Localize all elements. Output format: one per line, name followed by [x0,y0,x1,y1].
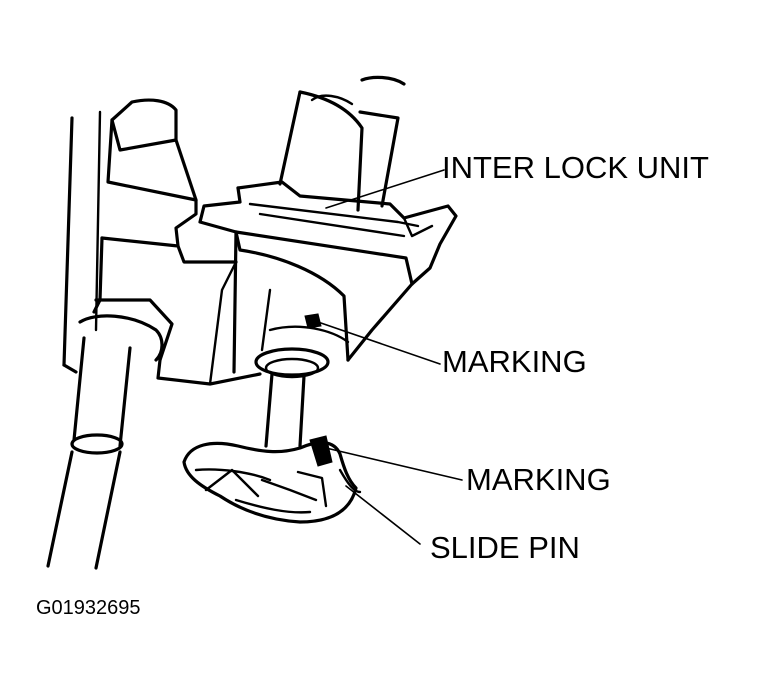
label-slide-pin: SLIDE PIN [430,530,580,565]
lower-marking-block [309,435,333,467]
figure-id: G01932695 [36,597,141,619]
label-marking-upper: MARKING [442,344,587,379]
label-inter-lock-unit: INTER LOCK UNIT [442,150,709,185]
label-marking-lower: MARKING [466,462,611,497]
upper-marking-square [304,313,322,329]
leader-lines [317,169,463,545]
interlock-unit [198,75,458,379]
shift-rod [46,314,164,570]
slide-pin [182,372,362,524]
shift-lever-housing [62,98,262,386]
